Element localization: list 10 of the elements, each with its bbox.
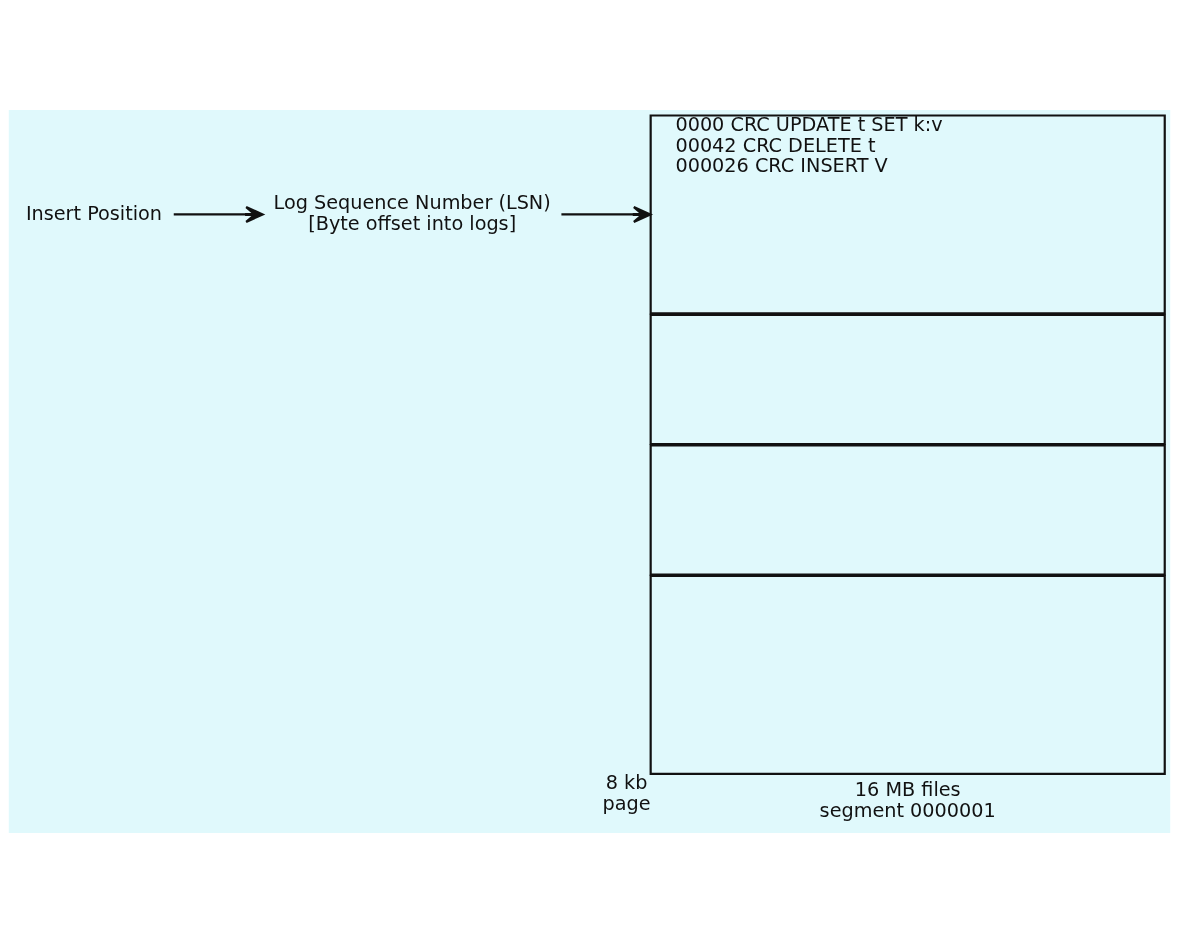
arrow — [173, 205, 264, 223]
node-text: Insert Position — [25, 201, 163, 225]
node-label: 8 kb page — [602, 770, 651, 815]
arrow — [561, 205, 652, 223]
node-box — [649, 443, 1166, 576]
node-box — [649, 313, 1166, 445]
label: 16 MB files segment 0000001 — [819, 777, 996, 822]
node-text: Log Sequence Number (LSN) [Byte offset into logs] — [273, 190, 551, 235]
node-box — [649, 574, 1166, 775]
node-box: 0000 CRC UPDATE t SET k:v 00042 CRC DELETE t 000026 CRC INSERT V — [649, 113, 1166, 315]
